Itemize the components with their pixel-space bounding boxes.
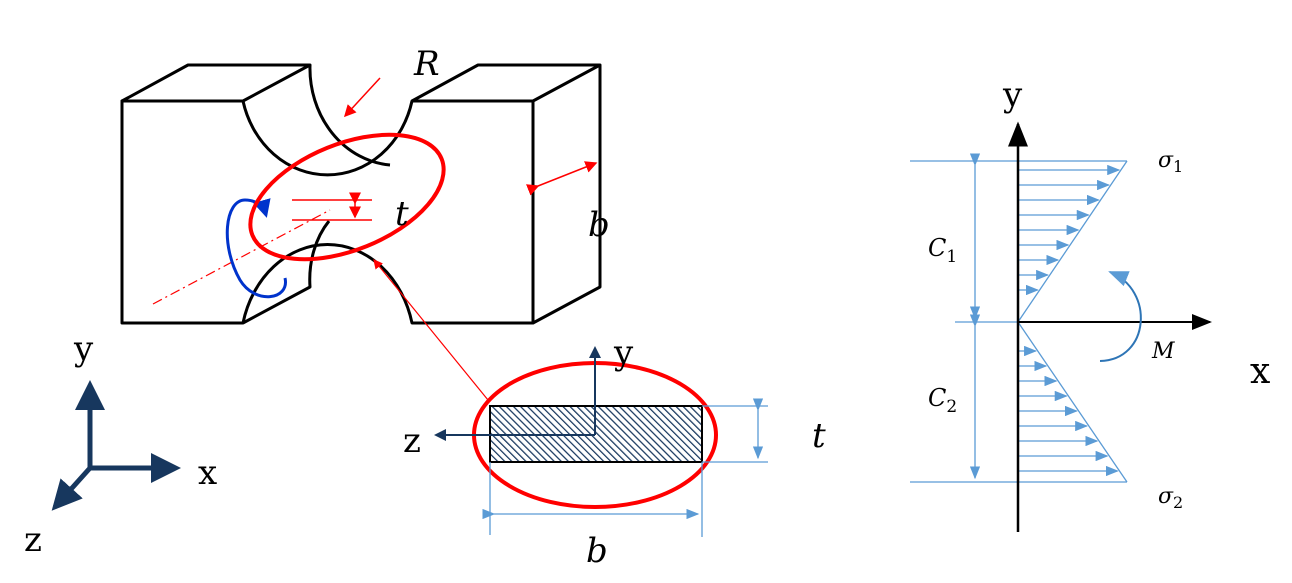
section-t-label: t	[812, 416, 826, 456]
c2-label: C2	[928, 384, 957, 417]
moment-arrow-icon	[1099, 271, 1142, 362]
c1-label: C1	[928, 234, 957, 267]
moment-label: M	[1151, 339, 1175, 364]
thickness-label: t	[395, 194, 409, 234]
triad-y-label: y	[73, 329, 94, 369]
triad-z-label: z	[24, 520, 42, 560]
radius-label: R	[413, 44, 440, 84]
section-pointer	[373, 259, 489, 401]
section-dimensions	[482, 398, 768, 537]
stress-x-label: x	[1250, 351, 1270, 392]
coordinate-triad	[51, 380, 181, 511]
triad-x-label: x	[198, 453, 217, 493]
neutral-axis-line	[152, 209, 331, 305]
width-label: b	[588, 205, 610, 245]
thickness-dimension	[292, 192, 372, 221]
highlight-ellipse	[248, 132, 446, 262]
sigma2-label: σ2	[1158, 484, 1183, 512]
section-b-label: b	[586, 531, 608, 571]
section-z-label: z	[403, 421, 421, 461]
section-y-label: y	[613, 333, 634, 373]
stress-distribution	[910, 153, 1128, 483]
width-dimension	[526, 161, 598, 196]
sigma1-label: σ1	[1158, 148, 1183, 176]
radius-pointer	[343, 77, 381, 118]
notched-block	[120, 63, 602, 325]
stress-y-label: y	[1002, 75, 1023, 115]
